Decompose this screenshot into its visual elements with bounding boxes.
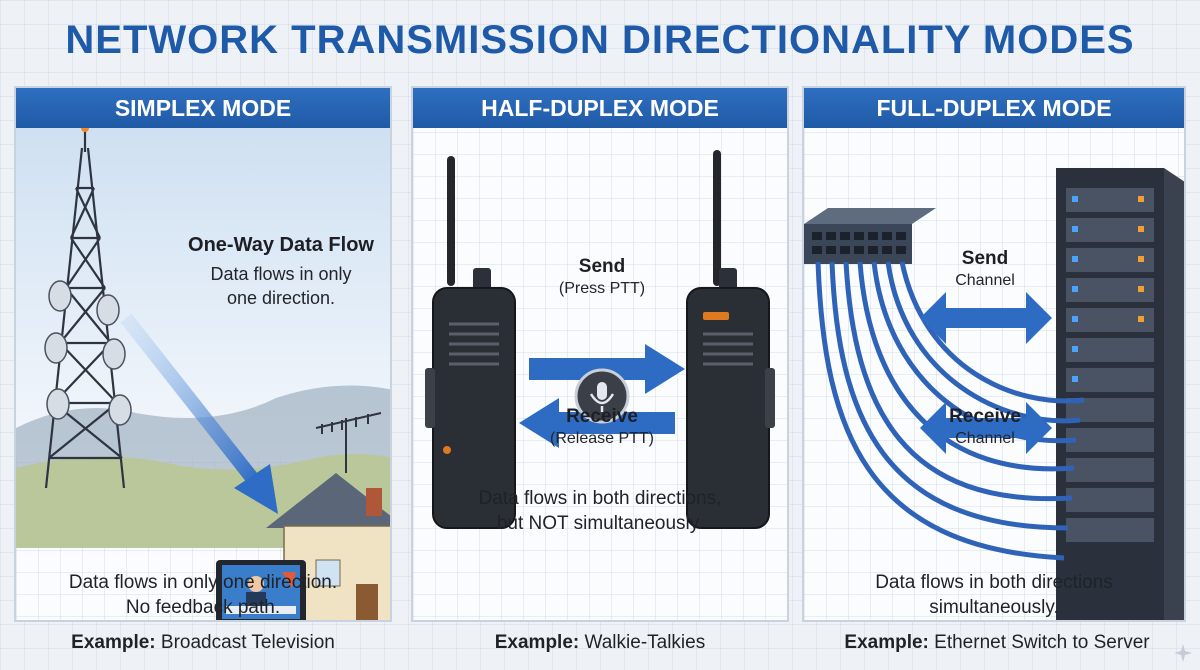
walkie-talkie-icon — [425, 156, 516, 529]
half-duplex-caption-line1: Data flows in both directions, — [478, 488, 722, 509]
walkie-talkie-icon — [686, 150, 775, 529]
full-duplex-send-sub: Channel — [955, 272, 1015, 289]
server-rack-icon — [1056, 168, 1184, 620]
full-duplex-example-value: Ethernet Switch to Server — [934, 632, 1150, 653]
half-duplex-receive-sub: (Release PTT) — [549, 430, 655, 447]
half-duplex-example-label: Example: — [494, 632, 580, 653]
simplex-caption-line1: Data flows in only one direction. — [68, 572, 338, 593]
full-duplex-caption-line1: Data flows in both directions — [875, 572, 1113, 593]
full-duplex-caption-line2: simultaneously. — [929, 597, 1059, 618]
full-duplex-send-label: Send — [961, 248, 1009, 269]
simplex-flow-desc-line1: Data flows in only — [210, 264, 352, 284]
full-duplex-header: FULL-DUPLEX MODE — [804, 88, 1184, 128]
full-duplex-panel: FULL-DUPLEX MODE — [802, 86, 1186, 622]
full-duplex-example: Example: Ethernet Switch to Server — [802, 632, 1192, 654]
simplex-flow-title: One-Way Data Flow — [188, 234, 374, 256]
full-duplex-illustration — [804, 168, 1184, 620]
half-duplex-header: HALF-DUPLEX MODE — [413, 88, 787, 128]
sparkle-icon — [1174, 644, 1192, 662]
television-icon — [216, 560, 306, 620]
simplex-illustration — [16, 128, 390, 620]
half-duplex-receive-label: Receive — [566, 406, 638, 427]
simplex-example-label: Example: — [71, 632, 156, 653]
half-duplex-send-label: Send — [578, 256, 626, 277]
simplex-caption-line2: No feedback path. — [125, 597, 281, 618]
half-duplex-example: Example: Walkie-Talkies — [411, 632, 789, 654]
half-duplex-illustration — [425, 150, 775, 529]
simplex-flow-desc-line2: one direction. — [226, 288, 336, 308]
full-duplex-receive-label: Receive — [949, 406, 1021, 427]
microphone-icon — [574, 368, 630, 424]
simplex-example: Example: Broadcast Television — [14, 632, 392, 654]
half-duplex-panel: HALF-DUPLEX MODE — [411, 86, 789, 622]
full-duplex-receive-sub: Channel — [955, 430, 1015, 447]
half-duplex-example-value: Walkie-Talkies — [584, 632, 706, 653]
simplex-panel: SIMPLEX MODE — [14, 86, 392, 622]
half-duplex-caption-line2: but NOT simultaneously. — [496, 513, 704, 534]
half-duplex-send-sub: (Press PTT) — [558, 280, 646, 297]
network-switch-icon — [804, 208, 936, 264]
simplex-header: SIMPLEX MODE — [16, 88, 390, 128]
simplex-example-value: Broadcast Television — [160, 632, 335, 653]
page-title: NETWORK TRANSMISSION DIRECTIONALITY MODE… — [65, 18, 1135, 62]
full-duplex-example-label: Example: — [844, 632, 929, 653]
